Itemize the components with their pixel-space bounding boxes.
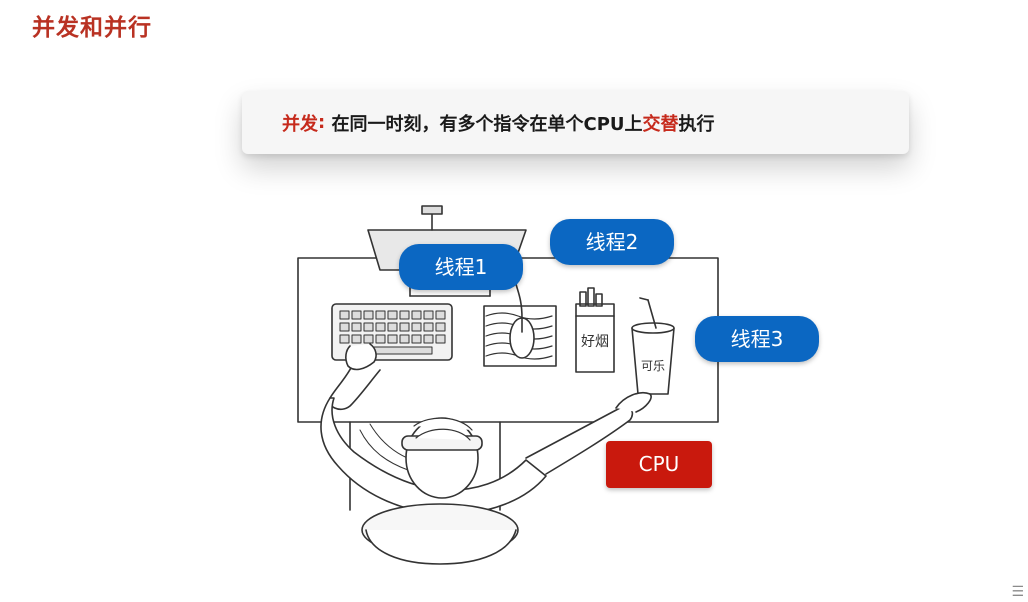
thread-2-label: 线程2	[550, 219, 674, 265]
definition-term: 并发	[282, 113, 318, 135]
definition-text-before: 在同一时刻，有多个指令在单个CPU上	[331, 113, 643, 135]
definition-box: 并发: 在同一时刻，有多个指令在单个CPU上交替执行	[242, 91, 909, 154]
mouse-pad	[483, 283, 557, 367]
thread-3-label: 线程3	[695, 316, 819, 362]
cigarette-box	[575, 287, 615, 373]
definition-colon: :	[318, 112, 326, 133]
menu-icon[interactable]: ☰	[1011, 584, 1024, 600]
definition-text-after: 执行	[678, 113, 715, 135]
cigarette-box-label: 好烟	[581, 334, 609, 350]
slide-title: 并发和并行	[32, 15, 152, 41]
cola-cup	[631, 297, 675, 395]
person	[320, 343, 652, 565]
thread-1-label: 线程1	[399, 244, 523, 290]
cola-cup-label: 可乐	[641, 359, 665, 373]
cpu-label: CPU	[606, 441, 712, 488]
definition-highlight: 交替	[642, 113, 679, 135]
